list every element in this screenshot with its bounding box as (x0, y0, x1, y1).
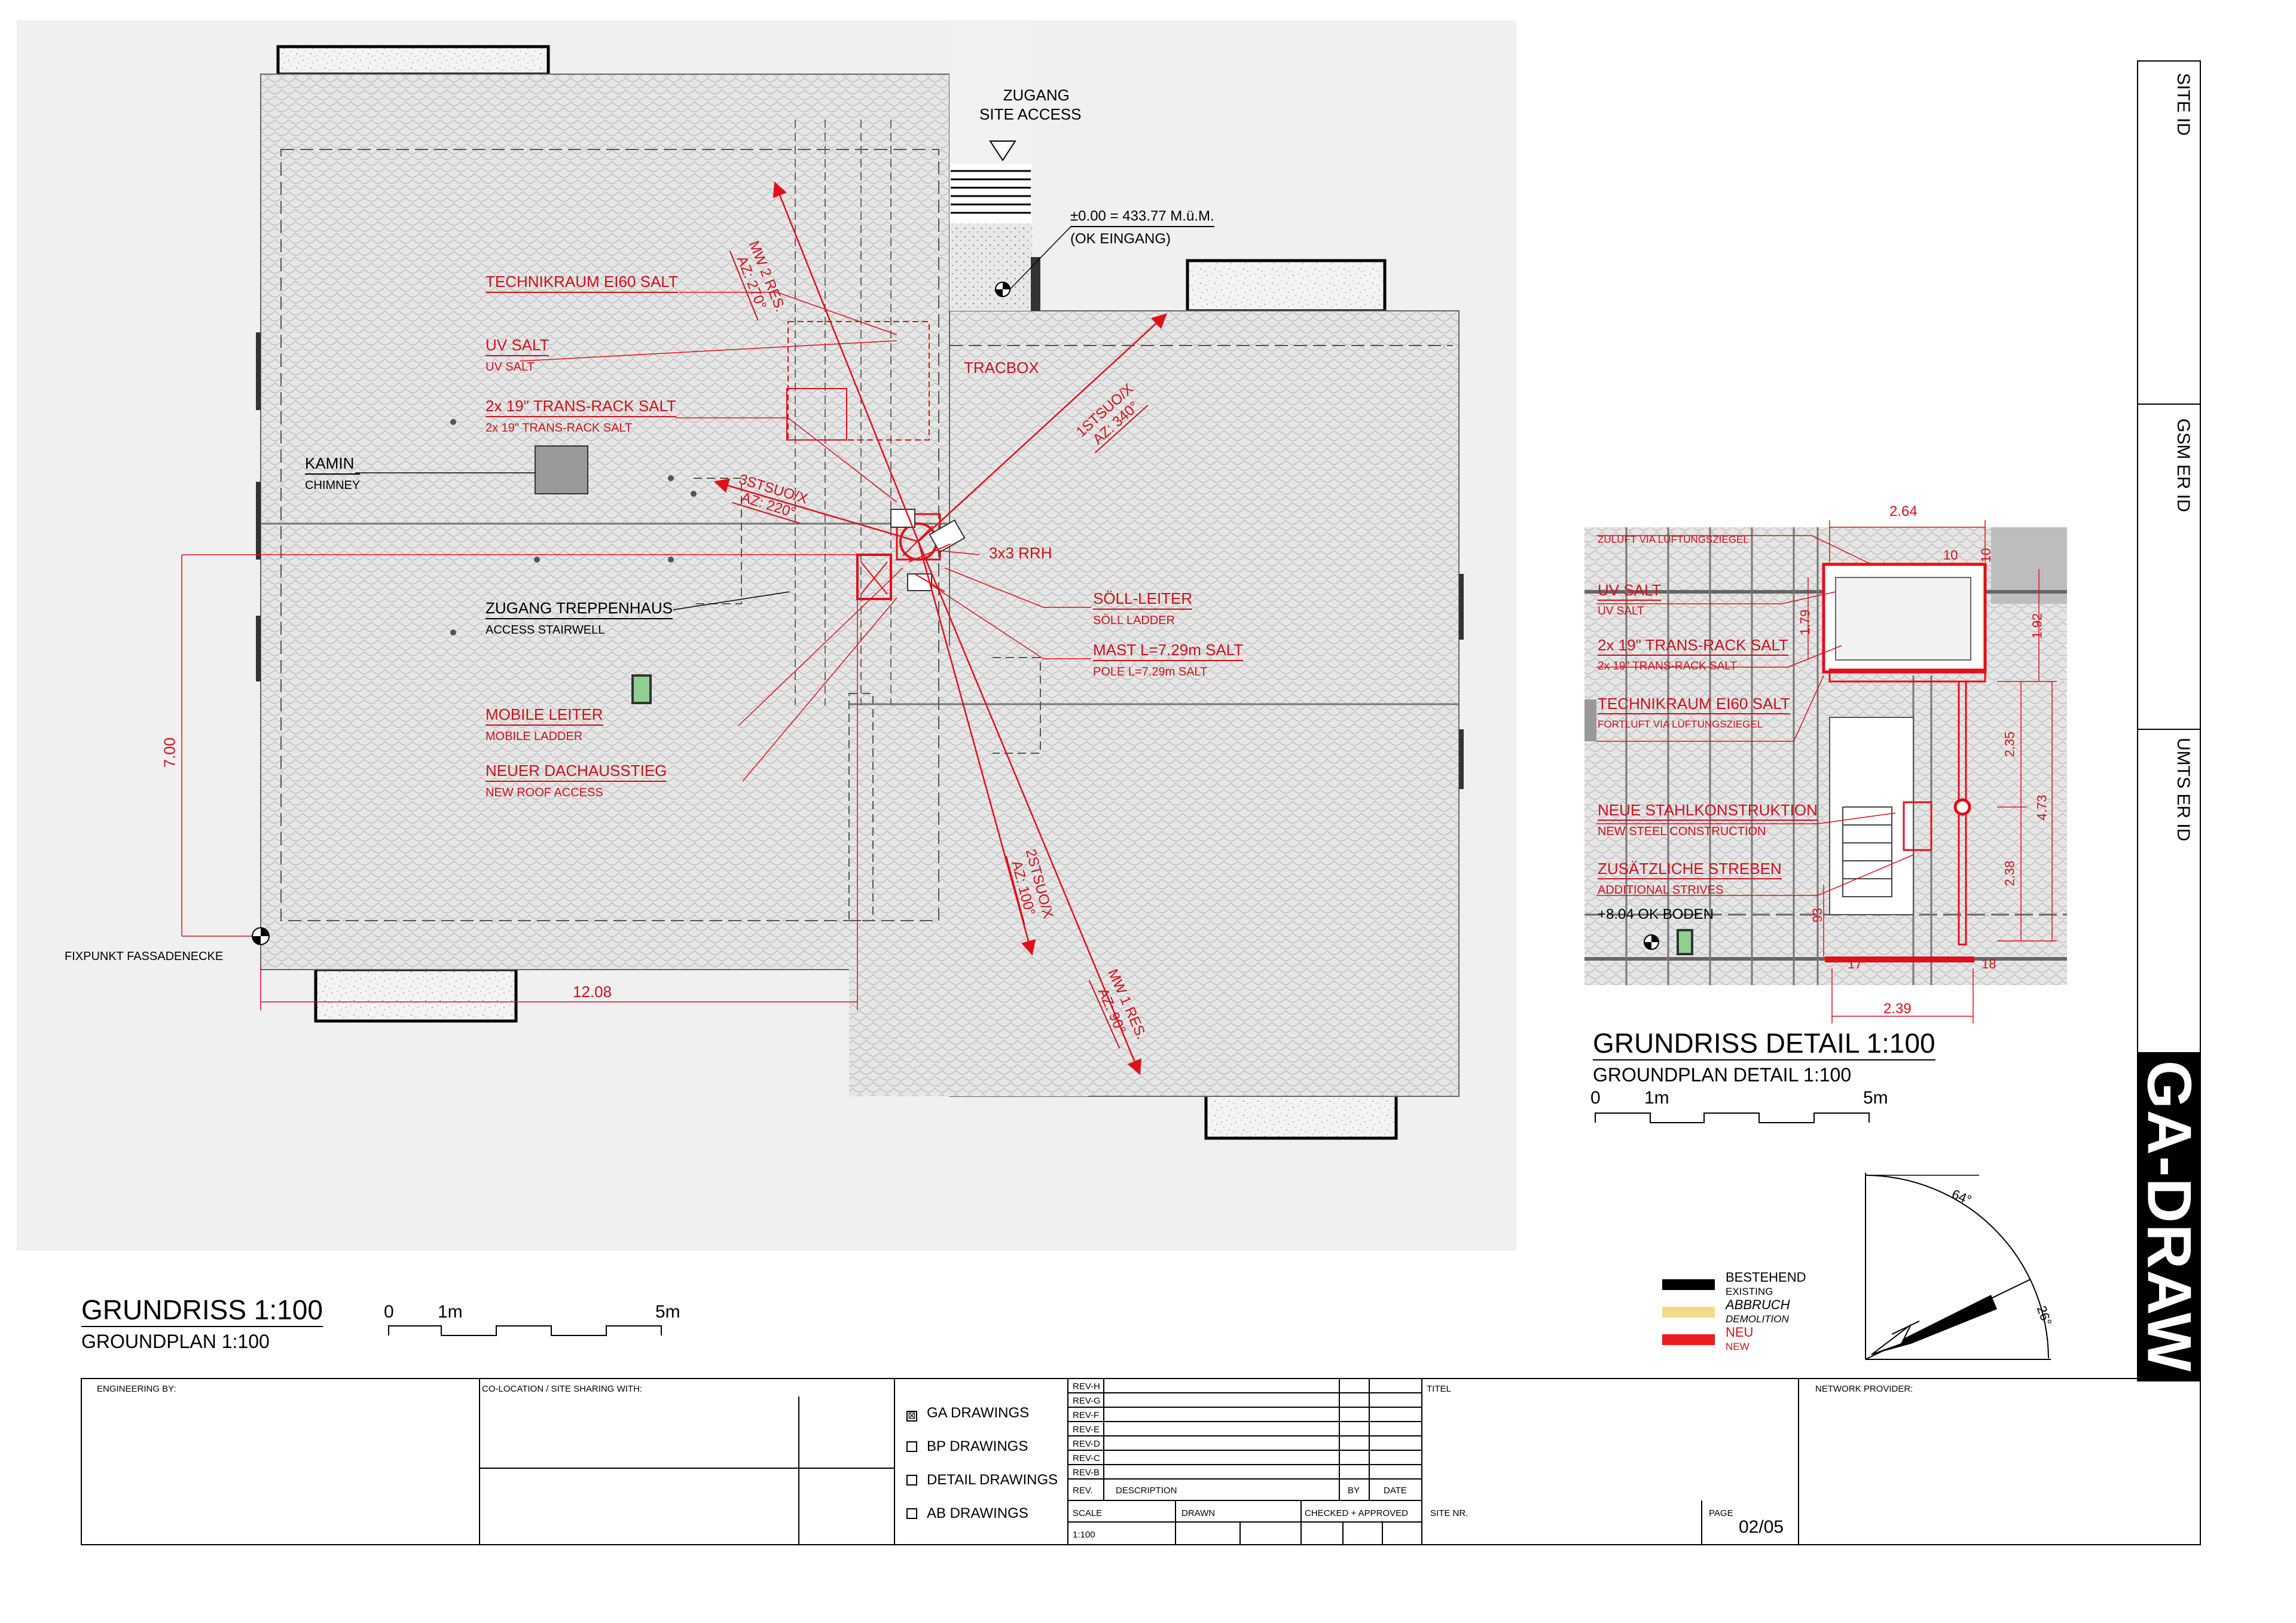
tb-checked: CHECKED + APPROVED (1305, 1508, 1408, 1518)
side-umts-id: UMTS ER ID (2173, 738, 2193, 842)
detail-dim-238: 2.38 (2002, 860, 2017, 887)
tb-colocation: CO-LOCATION / SITE SHARING WITH: (482, 1384, 643, 1394)
tracbox-label: TRACBOX (964, 359, 1039, 377)
tb-drawing-detail-label: DETAIL DRAWINGS (927, 1472, 1058, 1488)
detail-dim-10b: 10 (1979, 548, 1994, 563)
detail-dim-bottom: 2.39 (1883, 1001, 1912, 1017)
checkbox-ga[interactable]: ⊠ (906, 1411, 917, 1422)
detail-drawing (1584, 520, 2067, 1023)
azimuth-lines (713, 181, 1167, 1075)
fixpoint-label: FIXPUNKT FASSADENECKE (65, 950, 224, 963)
site-access-strip (949, 20, 1071, 311)
tb-by: BY (1348, 1486, 1360, 1496)
tb-scale-value: 1:100 (1073, 1530, 1095, 1540)
tb-rev-h: REV-H (1073, 1381, 1100, 1392)
fixpoint-marker (252, 927, 270, 945)
detail-scale-0: 0 (1590, 1088, 1601, 1108)
tb-drawing-bp-label: BP DRAWINGS (927, 1438, 1028, 1454)
detail-scale-5: 5m (1863, 1088, 1888, 1108)
detail-title: GRUNDRISS DETAIL 1:100 GROUNDPLAN DETAIL… (1593, 1028, 1935, 1086)
main-scale-5: 5m (655, 1302, 680, 1322)
main-title: GRUNDRISS 1:100 GROUNDPLAN 1:100 (81, 1294, 323, 1352)
tb-drawing-ga-label: GA DRAWINGS (927, 1405, 1030, 1421)
detail-dim-18: 18 (1981, 956, 1996, 971)
tb-rev-f: REV-F (1073, 1410, 1100, 1420)
tb-rev-g: REV-G (1073, 1396, 1101, 1406)
roof-ledges (276, 45, 1398, 1140)
main-scale-1: 1m (438, 1302, 463, 1322)
detail-dim-top: 2.64 (1889, 503, 1918, 519)
tb-drawing-ab-label: AB DRAWINGS (927, 1505, 1028, 1521)
elevation-label: ±0.00 = 433.77 M.ü.M.(OK EINGANG) (1070, 208, 1214, 247)
tb-drawing-ab[interactable]: AB DRAWINGS (906, 1506, 1028, 1521)
detail-label-zuluft: ZULUFT VIA LÜFTUNGSZIEGEL (1598, 534, 1749, 545)
scale-bars (388, 1112, 1870, 1336)
detail-dim-10a: 10 (1943, 548, 1958, 563)
tb-drawing-detail[interactable]: DETAIL DRAWINGS (906, 1473, 1058, 1487)
rrh-label: 3x3 RRH (989, 544, 1052, 562)
tb-rev-b: REV-B (1073, 1468, 1100, 1478)
detail-scale-1: 1m (1644, 1088, 1669, 1108)
checkbox-ab[interactable] (906, 1508, 917, 1519)
detail-floor-level: +8.04 OK BODEN (1598, 906, 1714, 922)
dim-width: 12.08 (573, 983, 612, 1001)
detail-dim-473: 4.73 (2034, 794, 2050, 821)
tb-rev-d: REV-D (1073, 1439, 1100, 1449)
detail-dim-17: 17 (1848, 956, 1863, 971)
tb-drawing-ga[interactable]: ⊠ GA DRAWINGS (906, 1406, 1029, 1422)
tb-drawing-bp[interactable]: BP DRAWINGS (906, 1439, 1028, 1454)
tb-rev-c: REV-C (1073, 1453, 1100, 1463)
titleblock-frame (81, 60, 2201, 1545)
brand-text: GA-DRAW (2134, 1060, 2204, 1373)
side-gsm-id: GSM ER ID (2173, 418, 2193, 512)
detail-dim-235: 2.35 (2002, 731, 2017, 757)
label-technikraum: TECHNIKRAUM EI60 SALT (486, 274, 678, 293)
roof-main (256, 74, 1464, 1097)
tb-drawn: DRAWN (1181, 1508, 1216, 1518)
tb-page-label: PAGE (1709, 1508, 1733, 1518)
dim-height: 7.00 (160, 737, 179, 768)
tb-titel: TITEL (1427, 1384, 1451, 1394)
tb-description: DESCRIPTION (1116, 1486, 1177, 1496)
side-site-id: SITE ID (2173, 73, 2193, 136)
tb-site-nr: SITE NR. (1430, 1508, 1468, 1518)
main-scale-0: 0 (384, 1302, 394, 1322)
tb-scale-label: SCALE (1073, 1508, 1103, 1518)
tb-date: DATE (1384, 1486, 1407, 1496)
checkbox-detail[interactable] (906, 1475, 917, 1486)
legend-swatches (1662, 1279, 1715, 1345)
tb-engineering-by: ENGINEERING BY: (97, 1384, 176, 1394)
checkbox-bp[interactable] (906, 1441, 917, 1452)
tb-rev-e: REV-E (1073, 1425, 1100, 1435)
leader-lines-black (355, 472, 790, 610)
detail-dim-192: 1.92 (2029, 613, 2045, 639)
dimension-lines (181, 554, 858, 1010)
tb-page-value: 02/05 (1739, 1517, 1784, 1537)
leader-lines (520, 292, 1091, 782)
brand-banner: GA-DRAW (2135, 1052, 2204, 1381)
detail-dim-179: 1.79 (1797, 609, 1813, 635)
north-arrow (1865, 1173, 2051, 1360)
tb-network-provider: NETWORK PROVIDER: (1815, 1384, 1913, 1394)
detail-dim-93: 93 (1810, 907, 1825, 923)
tb-rev: REV. (1073, 1486, 1093, 1496)
